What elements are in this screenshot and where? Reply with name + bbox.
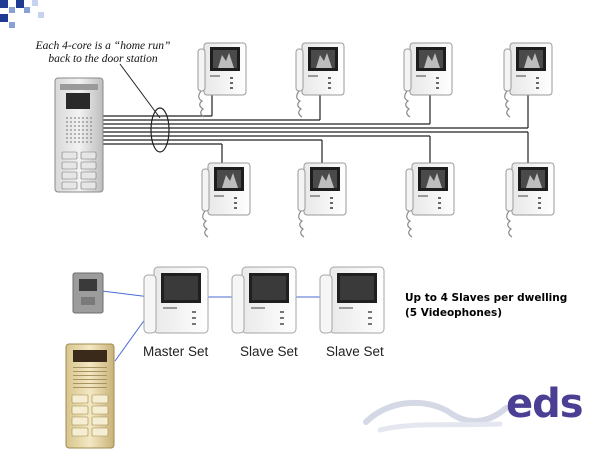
monitor-top-3: [403, 42, 453, 118]
wiring-diagram: [54, 42, 555, 238]
slave-set-device-1: [231, 266, 297, 334]
slave-set-label-1: Slave Set: [240, 344, 298, 359]
slaves-note: Up to 4 Slaves per dwelling (5 Videophon…: [405, 291, 567, 321]
corner-decoration: [0, 0, 50, 32]
door-station-main: [54, 77, 104, 193]
monitor-bottom-3: [405, 162, 455, 238]
slaves-note-line-2: (5 Videophones): [405, 307, 503, 319]
master-set-label: Master Set: [143, 344, 209, 359]
brand-logo-swoosh: [363, 399, 509, 433]
master-slave-diagram: [65, 266, 385, 449]
master-set-device: [143, 266, 209, 334]
monitor-bottom-1: [201, 162, 251, 238]
slaves-note-line-1: Up to 4 Slaves per dwelling: [405, 292, 568, 304]
caption-line-2: back to the door station: [48, 53, 158, 65]
slave-set-label-2: Slave Set: [326, 344, 384, 359]
door-station-small: [72, 272, 104, 314]
slave-set-device-2: [319, 266, 385, 334]
monitor-bottom-2: [297, 162, 347, 238]
door-station-gold: [65, 343, 115, 449]
brand-logo: eds: [506, 381, 584, 427]
home-run-caption: Each 4-core is a “home run” back to the …: [28, 40, 178, 66]
monitor-bottom-4: [505, 162, 555, 238]
caption-line-1: Each 4-core is a “home run”: [35, 40, 171, 52]
monitor-top-1: [197, 42, 247, 118]
